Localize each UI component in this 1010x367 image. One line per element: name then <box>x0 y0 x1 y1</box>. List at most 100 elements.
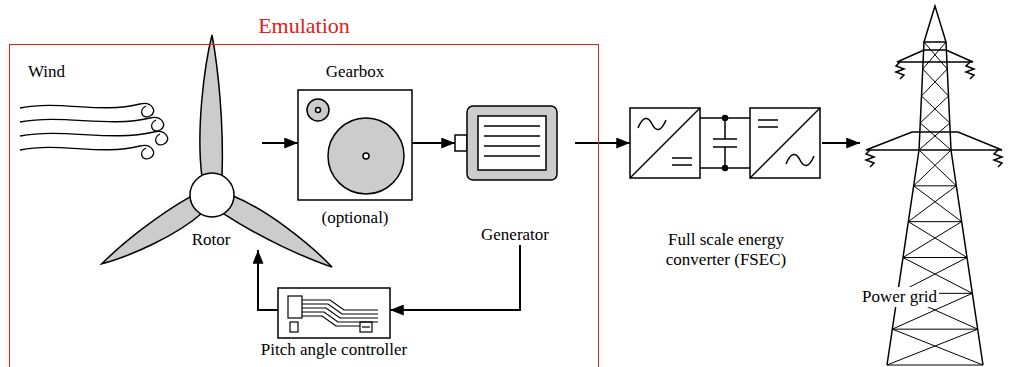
rotor-blades <box>200 35 222 177</box>
generator-part: Generator <box>455 100 575 245</box>
pylon-drawing <box>866 150 874 167</box>
pylon-drawing <box>903 257 967 258</box>
gearbox-symbol <box>298 90 412 200</box>
generator-symbol <box>455 106 557 180</box>
controller-board <box>288 296 302 318</box>
generator-symbol <box>484 125 540 127</box>
gearbox-part: Gearbox (optional) <box>298 62 412 228</box>
flow-arrow <box>412 142 455 144</box>
converter-symbol <box>723 116 728 121</box>
part-name: Power grid <box>860 287 939 307</box>
gearbox-symbol <box>298 90 412 200</box>
grid-part: Power grid <box>860 5 1005 362</box>
wind-label: Wind <box>28 62 65 82</box>
pylon-drawing <box>892 329 977 330</box>
converter-symbol <box>672 157 692 159</box>
controller-board <box>290 322 298 332</box>
pylon-drawing <box>866 6 1002 365</box>
controller-board <box>278 288 390 338</box>
converter-symbol <box>713 146 737 148</box>
pylon-drawing <box>914 185 957 186</box>
emulation-region: EmulationRotorGearbox(optional)Generator… <box>10 45 598 367</box>
gearbox-symbol <box>316 108 321 113</box>
part-name: Full scale energy converter (FSEC) <box>644 230 809 270</box>
converter-symbol <box>638 118 666 129</box>
pylon-drawing <box>914 150 951 186</box>
controller-board <box>278 288 390 338</box>
generator-symbol <box>484 135 540 137</box>
part-note: (optional) <box>321 208 388 228</box>
pylon-drawing <box>908 186 956 222</box>
pylon-drawing <box>887 365 983 366</box>
wind-lines <box>20 131 168 144</box>
wind-lines <box>20 103 168 158</box>
converter-symbol <box>630 108 700 178</box>
gearbox-symbol <box>363 153 369 159</box>
pylon-drawing <box>919 150 956 186</box>
converter-symbol <box>723 166 728 171</box>
generator-symbol <box>455 135 467 151</box>
flow-arrow <box>390 245 520 310</box>
pylon-drawing <box>896 62 904 79</box>
part-name: Generator <box>481 225 549 245</box>
rotor-blades <box>96 196 203 274</box>
pylon-drawing <box>924 6 946 42</box>
flow-arrow <box>262 142 298 144</box>
pylon-drawing <box>903 222 962 258</box>
controller-board <box>302 316 360 326</box>
wind-lines <box>20 117 164 130</box>
controller-board <box>302 312 378 322</box>
pylon-drawing <box>966 62 974 79</box>
pylon-drawing <box>908 221 961 222</box>
converter-symbol <box>758 119 778 121</box>
generator-symbol <box>467 106 557 180</box>
gearbox-symbol <box>307 99 329 121</box>
pylon-drawing <box>994 150 1002 167</box>
pylon-drawing <box>908 222 967 258</box>
rotor-blades <box>190 173 234 217</box>
rotor-blades <box>222 194 338 276</box>
gearbox-symbol <box>328 118 404 194</box>
converter-symbol <box>713 138 737 140</box>
pylon-drawing <box>914 186 962 222</box>
pylon-drawing <box>923 69 949 96</box>
pylon-drawing <box>919 42 951 150</box>
region-title: Emulation <box>258 13 350 39</box>
converter-symbol <box>630 108 820 178</box>
part-name: Pitch angle controller <box>261 340 407 360</box>
flow-arrow <box>575 142 630 144</box>
pylon-drawing <box>892 329 983 365</box>
pylon-drawing <box>887 150 983 365</box>
pylon-drawing <box>922 96 950 123</box>
pylon-drawing <box>922 69 948 96</box>
controller-box: Pitch angle controller <box>278 288 390 338</box>
rotor-part: Rotor <box>160 100 262 250</box>
pylon-drawing <box>887 329 978 365</box>
converter-symbol <box>786 154 814 165</box>
flow-arrow <box>258 250 278 310</box>
generator-symbol <box>484 145 540 147</box>
part-name: Rotor <box>192 230 231 250</box>
pylon-drawing <box>919 123 950 150</box>
generator-symbol <box>478 116 546 170</box>
pylon-drawing <box>920 96 948 123</box>
converter-symbol <box>672 164 692 166</box>
converter-symbol <box>630 108 700 178</box>
converter-symbol <box>758 126 778 128</box>
pylon-drawing <box>920 123 951 150</box>
generator-symbol <box>484 155 540 157</box>
flow-arrow <box>822 142 860 144</box>
wind-lines <box>20 145 154 158</box>
converter-symbol <box>750 108 820 178</box>
converter-symbol <box>750 108 820 178</box>
pylon-drawing <box>897 50 973 62</box>
pylon-drawing <box>923 42 946 69</box>
converter-part: Full scale energy converter (FSEC) <box>630 100 822 270</box>
controller-board <box>362 326 370 327</box>
wind-lines <box>20 103 154 116</box>
controller-board <box>360 322 372 332</box>
part-name: Gearbox <box>326 62 385 82</box>
